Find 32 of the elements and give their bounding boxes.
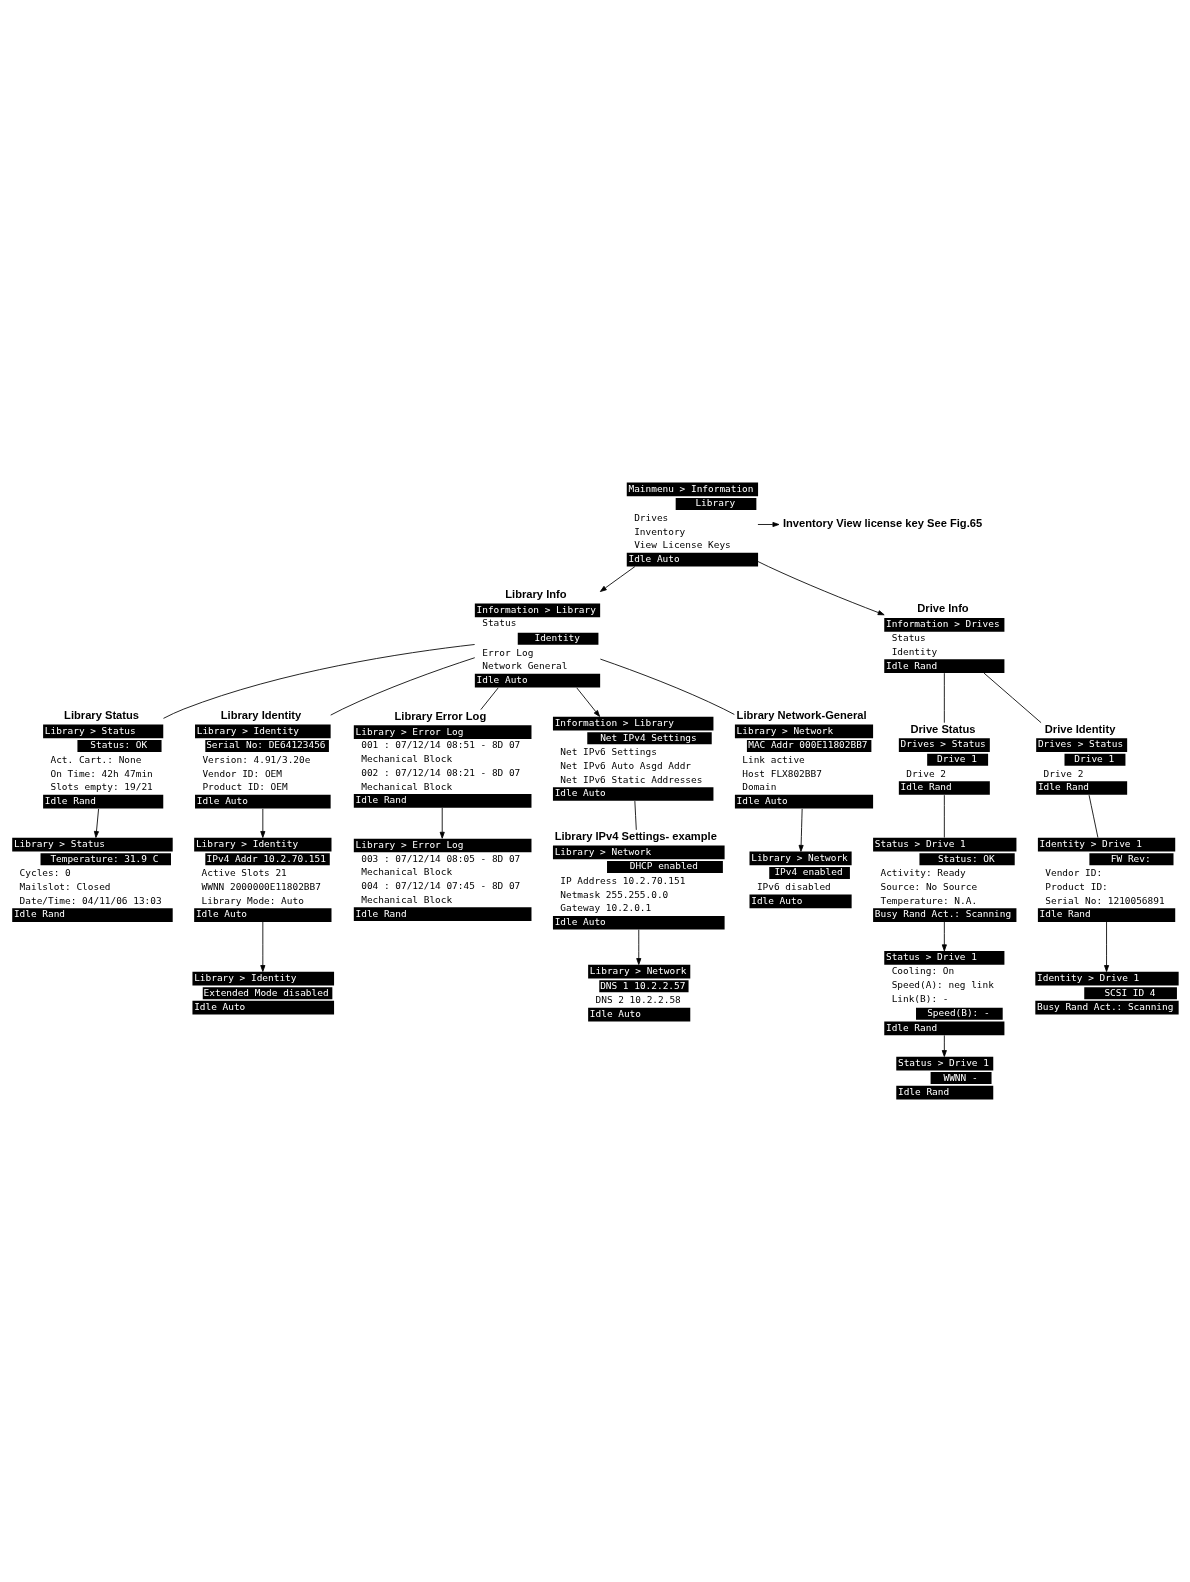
connector bbox=[480, 687, 499, 711]
arrow bbox=[260, 808, 266, 838]
arrow bbox=[941, 921, 947, 952]
arrow bbox=[260, 921, 266, 972]
node-label: Library Status bbox=[64, 708, 140, 721]
connector bbox=[943, 672, 945, 724]
connector bbox=[983, 672, 1042, 724]
arrow bbox=[941, 1034, 947, 1057]
arrow bbox=[757, 561, 885, 616]
connector bbox=[163, 644, 476, 719]
connector bbox=[943, 794, 945, 838]
node-label: Library Info bbox=[505, 587, 567, 600]
node-label: Library Error Log bbox=[394, 709, 487, 722]
node-label: Drive Identity bbox=[1044, 722, 1116, 735]
arrow bbox=[439, 807, 445, 839]
connector bbox=[599, 658, 735, 715]
connector bbox=[1088, 794, 1099, 838]
arrow bbox=[599, 566, 636, 592]
arrow bbox=[576, 687, 601, 717]
connector bbox=[634, 800, 637, 831]
arrow bbox=[757, 521, 780, 527]
node-label: Drive Info bbox=[917, 602, 969, 615]
node-label: Library Identity bbox=[220, 708, 302, 721]
node-label: Drive Status bbox=[910, 722, 976, 735]
node-label: Library Network-General bbox=[736, 708, 867, 721]
node-text: Inventory View license key See Fig.65 bbox=[782, 516, 983, 529]
arrow bbox=[93, 808, 99, 838]
connector bbox=[330, 657, 476, 716]
arrow bbox=[1104, 921, 1110, 972]
arrow bbox=[636, 929, 642, 965]
arrow bbox=[798, 808, 804, 852]
node-label: Library IPv4 Settings- example bbox=[554, 829, 717, 842]
